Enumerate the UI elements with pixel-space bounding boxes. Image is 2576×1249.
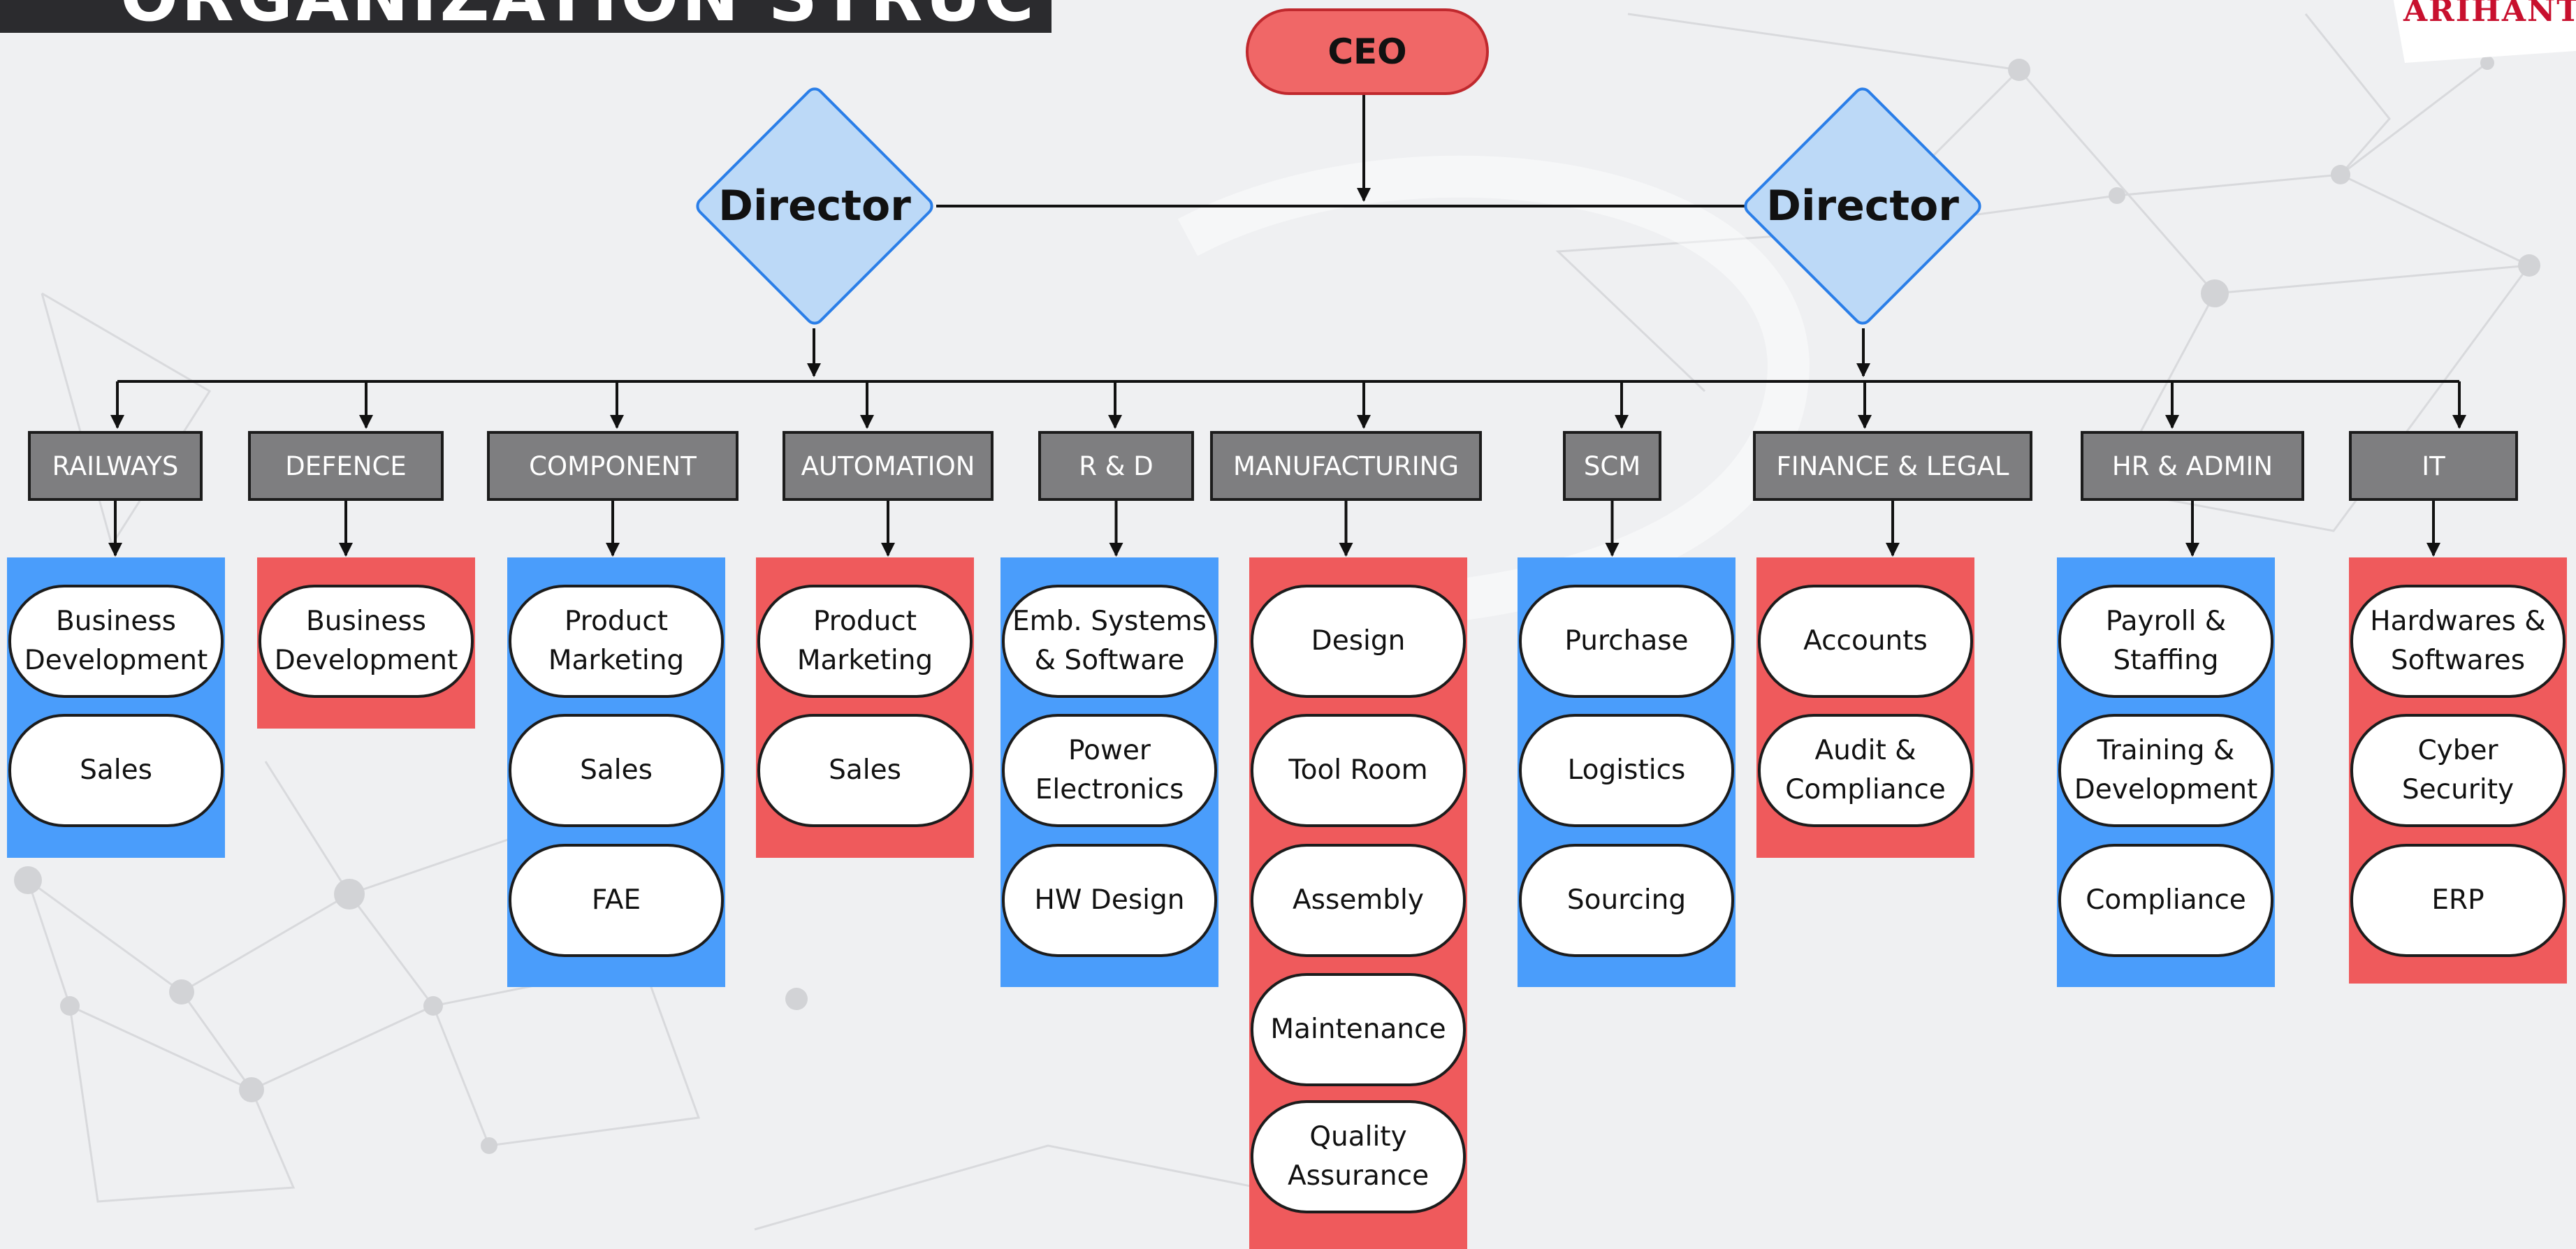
unit-node: Compliance (2058, 844, 2273, 957)
department-box: AUTOMATION (783, 431, 994, 501)
unit-node: Training & Development (2058, 714, 2273, 827)
department-box: RAILWAYS (28, 431, 203, 501)
department-box: COMPONENT (487, 431, 738, 501)
unit-node: Sales (8, 714, 224, 827)
unit-node: Hardwares & Softwares (2350, 585, 2566, 698)
unit-node: Product Marketing (757, 585, 973, 698)
department-box: R & D (1038, 431, 1194, 501)
unit-node: Maintenance (1251, 973, 1466, 1086)
unit-node: Audit & Compliance (1758, 714, 1973, 827)
unit-node: Tool Room (1251, 714, 1466, 827)
unit-node: Accounts (1758, 585, 1973, 698)
director-label: Director (718, 182, 911, 231)
director-node-left: Director (692, 83, 938, 329)
logo-text: ARIHANT (2403, 0, 2576, 29)
department-box: SCM (1563, 431, 1661, 501)
company-logo: ARIHANT (2392, 0, 2576, 63)
unit-node: Purchase (1519, 585, 1734, 698)
unit-node: Sales (757, 714, 973, 827)
unit-node: Logistics (1519, 714, 1734, 827)
unit-node: FAE (509, 844, 724, 957)
unit-node: Design (1251, 585, 1466, 698)
ceo-node: CEO (1246, 8, 1489, 95)
unit-node: Payroll & Staffing (2058, 585, 2273, 698)
department-box: DEFENCE (248, 431, 444, 501)
director-node-right: Director (1740, 83, 1986, 329)
unit-node: Business Development (259, 585, 474, 698)
unit-node: Power Electronics (1002, 714, 1217, 827)
unit-node: Sales (509, 714, 724, 827)
unit-node: Emb. Systems & Software (1002, 585, 1217, 698)
department-box: MANUFACTURING (1210, 431, 1482, 501)
director-label: Director (1766, 182, 1959, 231)
page-title: ORGANIZATION STRUCTURE (0, 0, 1051, 33)
unit-node: Cyber Security (2350, 714, 2566, 827)
department-box: IT (2349, 431, 2518, 501)
unit-node: HW Design (1002, 844, 1217, 957)
unit-node: Quality Assurance (1251, 1100, 1466, 1213)
unit-node: Assembly (1251, 844, 1466, 957)
unit-node: Business Development (8, 585, 224, 698)
unit-node: Product Marketing (509, 585, 724, 698)
unit-node: Sourcing (1519, 844, 1734, 957)
unit-node: ERP (2350, 844, 2566, 957)
department-box: HR & ADMIN (2081, 431, 2304, 501)
department-box: FINANCE & LEGAL (1753, 431, 2032, 501)
